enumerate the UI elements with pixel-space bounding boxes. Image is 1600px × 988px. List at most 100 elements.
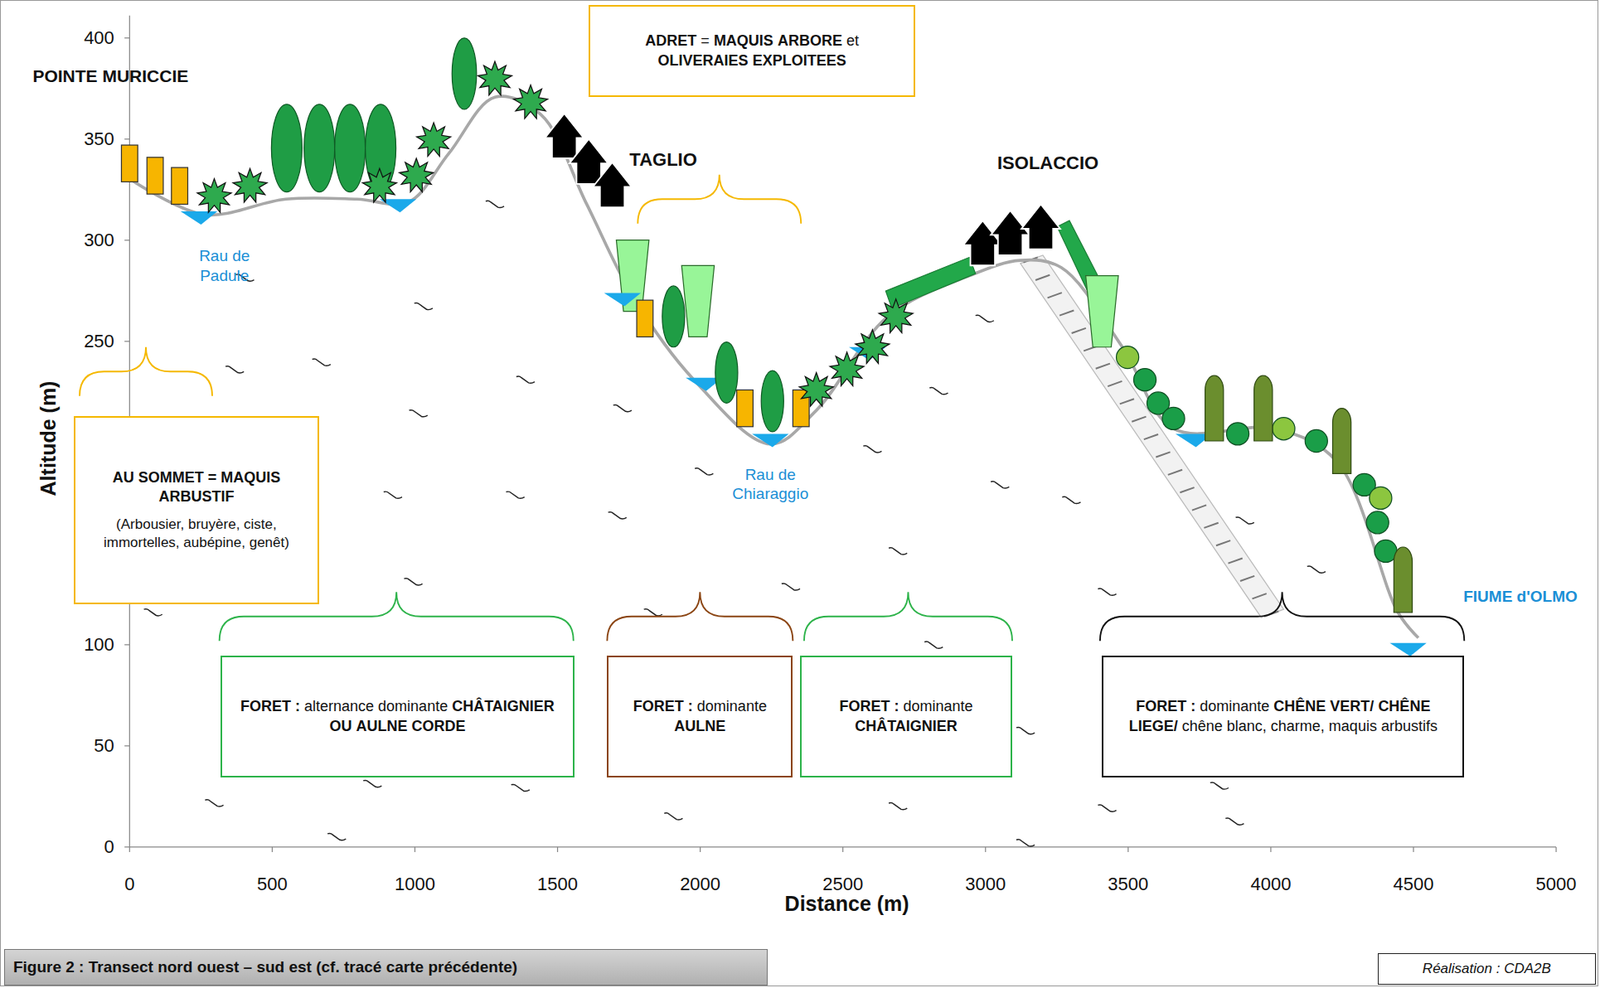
rock-mark bbox=[644, 609, 663, 616]
chestnut-tree bbox=[271, 104, 302, 193]
forest-box: FORET : dominante CHÂTAIGNIER bbox=[800, 655, 1013, 777]
y-tick-label: 400 bbox=[83, 26, 115, 50]
maquis-star bbox=[197, 179, 232, 214]
box-heading: FORET : dominante CHÂTAIGNIER bbox=[809, 697, 1003, 737]
y-tick-label: 0 bbox=[104, 835, 115, 859]
rock-mark bbox=[363, 780, 382, 787]
cork-oak bbox=[1393, 547, 1412, 613]
cliff-rung bbox=[1227, 557, 1242, 563]
bracket bbox=[637, 174, 801, 224]
rock-mark bbox=[990, 481, 1009, 489]
rock-mark bbox=[1016, 727, 1035, 734]
x-tick-label: 3000 bbox=[964, 872, 1006, 897]
x-tick-label: 5000 bbox=[1536, 872, 1577, 897]
terrain-profile bbox=[129, 96, 1419, 638]
figure-caption: Figure 2 : Transect nord ouest – sud est… bbox=[13, 958, 518, 977]
box-heading: FORET : dominante AULNE bbox=[616, 697, 783, 737]
x-tick-label: 3500 bbox=[1107, 872, 1149, 897]
oak-tree bbox=[1304, 429, 1328, 452]
box-heading: AU SOMMET = MAQUIS ARBUSTIF bbox=[83, 468, 311, 508]
y-tick bbox=[124, 745, 130, 747]
rock-mark bbox=[1225, 818, 1244, 825]
maquis-star bbox=[855, 329, 890, 364]
alder-tree bbox=[681, 265, 714, 337]
maquis-star bbox=[477, 61, 512, 96]
x-tick bbox=[1127, 847, 1129, 853]
axes bbox=[124, 15, 1557, 853]
box-heading: ADRET = MAQUIS ARBORE et OLIVERAIES EXPL… bbox=[598, 31, 906, 71]
cliff-rung bbox=[1192, 504, 1207, 510]
rock-mark bbox=[613, 405, 632, 413]
x-tick bbox=[271, 847, 273, 853]
bracket bbox=[606, 591, 793, 641]
olive-grove bbox=[171, 167, 189, 204]
adret-box: ADRET = MAQUIS ARBORE et OLIVERAIES EXPL… bbox=[588, 4, 916, 97]
cliff-ladder bbox=[1020, 255, 1285, 618]
y-tick-label: 350 bbox=[83, 127, 115, 151]
axis-title: Altitude (m) bbox=[35, 381, 62, 497]
y-tick bbox=[124, 239, 130, 241]
y-tick bbox=[124, 340, 130, 342]
credit-box: Réalisation : CDA2B bbox=[1377, 953, 1596, 985]
cliff-rung bbox=[1095, 363, 1111, 369]
river-mark bbox=[604, 293, 641, 307]
y-tick-label: 250 bbox=[83, 329, 115, 354]
oak-tree bbox=[1369, 486, 1392, 510]
chestnut-tree bbox=[304, 104, 335, 193]
alder-tree bbox=[1086, 276, 1119, 348]
x-tick-label: 0 bbox=[124, 872, 135, 897]
river-mark bbox=[180, 211, 218, 225]
oak-tree bbox=[1366, 511, 1389, 534]
river-name: FIUME d'OLMO bbox=[1463, 586, 1578, 607]
x-tick bbox=[1270, 847, 1271, 853]
cliff-rung bbox=[1059, 310, 1074, 316]
x-tick bbox=[414, 847, 416, 853]
cliff-rung bbox=[1203, 523, 1218, 529]
chestnut-tree bbox=[662, 286, 685, 348]
x-tick-label: 4500 bbox=[1393, 872, 1435, 897]
rock-mark bbox=[694, 468, 713, 476]
cliff-rung bbox=[1144, 434, 1159, 440]
oak-tree bbox=[1272, 417, 1295, 441]
maquis-star bbox=[878, 299, 913, 334]
rock-mark bbox=[1210, 782, 1229, 790]
rock-mark bbox=[414, 302, 433, 310]
x-tick bbox=[557, 847, 558, 853]
river-name: Rau de Chiaraggio bbox=[714, 465, 827, 505]
oak-tree bbox=[1226, 422, 1250, 446]
maquis-star bbox=[362, 168, 397, 203]
summit-box: AU SOMMET = MAQUIS ARBUSTIF(Arbousier, b… bbox=[73, 416, 320, 604]
rock-mark bbox=[929, 387, 948, 395]
olive-grove bbox=[636, 300, 654, 337]
rock-mark bbox=[516, 376, 535, 384]
y-tick-label: 50 bbox=[93, 734, 114, 758]
chestnut-tree bbox=[761, 370, 784, 432]
rock-mark bbox=[1307, 566, 1326, 573]
x-tick-label: 2000 bbox=[679, 872, 721, 897]
figure-caption-box: Figure 2 : Transect nord ouest – sud est… bbox=[4, 949, 768, 986]
bracket bbox=[1100, 591, 1465, 641]
rock-mark bbox=[327, 833, 346, 840]
rock-mark bbox=[863, 446, 882, 453]
village-house bbox=[1021, 203, 1061, 249]
maquis-star bbox=[513, 84, 548, 119]
cliff-rung bbox=[1155, 451, 1170, 457]
oak-tree bbox=[1162, 407, 1185, 430]
y-tick bbox=[124, 644, 130, 645]
maquis-band bbox=[885, 256, 975, 309]
y-tick bbox=[124, 37, 130, 39]
box-heading: FORET : dominante CHÊNE VERT/ CHÊNE LIEG… bbox=[1111, 697, 1455, 737]
x-tick-label: 1000 bbox=[394, 872, 436, 897]
x-tick bbox=[1555, 847, 1557, 853]
x-tick bbox=[984, 847, 986, 853]
river-name: Rau de Padule bbox=[178, 247, 271, 287]
rock-mark bbox=[888, 547, 907, 555]
rock-mark bbox=[383, 491, 403, 499]
cliff-rung bbox=[1252, 593, 1267, 599]
river-mark bbox=[751, 433, 789, 447]
forest-box: FORET : dominante CHÊNE VERT/ CHÊNE LIEG… bbox=[1101, 655, 1465, 777]
forest-box: FORET : alternance dominante CHÂTAIGNIER… bbox=[220, 655, 575, 777]
y-tick bbox=[124, 846, 130, 848]
rock-mark bbox=[888, 803, 907, 810]
rock-mark bbox=[204, 800, 224, 807]
